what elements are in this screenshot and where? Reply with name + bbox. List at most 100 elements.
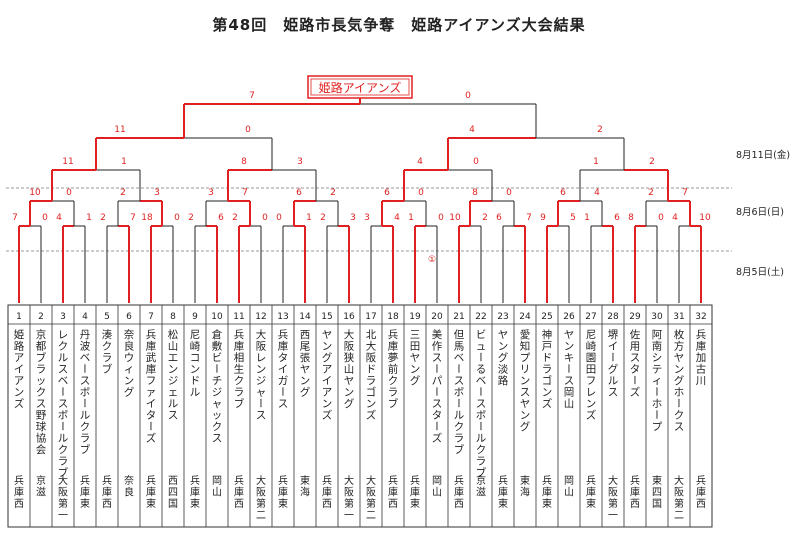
team-number: 14 <box>299 312 311 322</box>
team-name-char: 崎 <box>586 340 597 353</box>
team-region-char: 庫 <box>322 486 332 499</box>
team-name-char: 敷 <box>212 340 223 353</box>
score-label: 4 <box>417 157 423 167</box>
team-name-char: 兵 <box>234 328 245 341</box>
team-name-char: 丹 <box>80 329 91 341</box>
team-name-char: 尾 <box>300 341 311 353</box>
team-name-char: レ <box>256 352 267 364</box>
team-name-char: ン <box>520 410 531 422</box>
team-name-char: ー <box>78 363 90 374</box>
team-name-char: 戸 <box>542 341 553 353</box>
team-name-char: ク <box>102 341 113 353</box>
team-name-char: ク <box>36 387 47 399</box>
score-label: 2 <box>188 213 194 223</box>
team-number: 1 <box>16 312 22 322</box>
team-name-char: 大 <box>344 328 355 341</box>
team-name-char: ゴ <box>542 374 553 387</box>
team-region-char: 庫 <box>542 486 552 499</box>
team-name-char: ス <box>432 398 443 410</box>
team-region-char: 兵 <box>410 474 420 487</box>
team-name-char: グ <box>520 420 531 433</box>
team-name-char: タ <box>146 410 157 422</box>
score-label: 7 <box>130 213 136 223</box>
team-name-char: ー <box>430 421 442 432</box>
team-name-char: 阪 <box>256 340 267 353</box>
team-name-char: ド <box>542 352 553 364</box>
team-name-char: グ <box>322 351 333 364</box>
team-name-char: ホ <box>652 398 663 410</box>
team-name-char: ャ <box>256 387 267 399</box>
team-name-char: ヤ <box>520 398 531 410</box>
team-name-char: ボ <box>454 387 465 399</box>
team-number: 19 <box>409 312 421 322</box>
team-region-char: 大 <box>674 474 684 487</box>
team-region-char: 東 <box>410 497 420 510</box>
team-name-char: ク <box>80 421 91 433</box>
team-name-char: 路 <box>498 374 509 387</box>
team-region-char: 東 <box>80 497 90 510</box>
team-number: 11 <box>233 312 244 322</box>
team-name-char: 阿 <box>652 329 663 341</box>
team-region-char: 庫 <box>454 486 464 499</box>
team-name-char: ズ <box>322 409 333 422</box>
team-name-char: 阪 <box>366 351 377 364</box>
team-name-char: イ <box>14 364 25 376</box>
team-name-char: ベ <box>476 375 487 387</box>
team-name-char: ラ <box>58 456 69 468</box>
team-name-char: ズ <box>146 432 157 445</box>
team-name-char: グ <box>344 397 355 410</box>
team-name-char: ー <box>474 421 486 432</box>
team-name-char: ガ <box>278 375 289 387</box>
team-name-char: ン <box>14 387 25 399</box>
score-label: 4 <box>672 213 678 223</box>
team-name-char: グ <box>498 351 509 364</box>
team-name-char: ー <box>78 398 90 409</box>
team-region-char: 庫 <box>80 486 90 499</box>
score-label: 1 <box>584 213 590 223</box>
team-region-char: 山 <box>564 487 574 499</box>
team-name-char: イ <box>608 341 619 353</box>
team-name-char: 山 <box>344 364 355 376</box>
score-label: 0 <box>473 157 479 167</box>
team-name-char: ッ <box>212 410 223 422</box>
team-region-char: 兵 <box>498 474 508 487</box>
team-name-char: 知 <box>520 340 531 353</box>
team-name-char: ヤ <box>674 352 685 364</box>
team-number: 5 <box>104 312 110 322</box>
team-name-char: ボ <box>58 410 69 422</box>
team-region-char: 岡 <box>432 475 442 487</box>
team-name-char: 兵 <box>388 328 399 341</box>
score-label: 2 <box>320 213 326 223</box>
team-number: 2 <box>38 312 44 322</box>
team-name-char: ン <box>322 341 333 353</box>
team-name-char: ズ <box>366 409 377 422</box>
score-label: 5 <box>570 213 576 223</box>
team-region-char: 庫 <box>102 486 112 499</box>
team-name-char: グ <box>410 374 421 387</box>
team-name-char: ビ <box>476 329 487 341</box>
team-name-char: 山 <box>168 341 179 353</box>
team-region-char: 西 <box>388 499 398 510</box>
team-region-char: 大 <box>58 474 68 487</box>
team-name-char: 武 <box>146 351 157 364</box>
score-label: 0 <box>42 213 48 223</box>
team-name-char: ラ <box>36 364 47 376</box>
team-name-char: ド <box>190 375 201 387</box>
score-label: 2 <box>482 213 488 223</box>
team-region-char: 兵 <box>234 474 244 487</box>
score-label: 8 <box>628 213 634 223</box>
team-name-char: イ <box>322 375 333 387</box>
team-name-char: 波 <box>80 340 91 353</box>
team-name-char: ー <box>452 363 464 374</box>
team-region-char: 二 <box>674 511 684 522</box>
team-region-char: 東 <box>498 497 508 510</box>
team-name-char: 園 <box>586 352 597 364</box>
team-number: 29 <box>629 312 641 322</box>
score-label: 10 <box>449 213 461 223</box>
team-name-char: ー <box>474 352 486 363</box>
team-name-char: シ <box>652 352 663 364</box>
team-name-char: ク <box>454 421 465 433</box>
team-region-char: 東 <box>586 497 596 510</box>
team-name-char: ス <box>168 410 179 422</box>
date-label-1: 8月11日(金) <box>736 149 790 161</box>
